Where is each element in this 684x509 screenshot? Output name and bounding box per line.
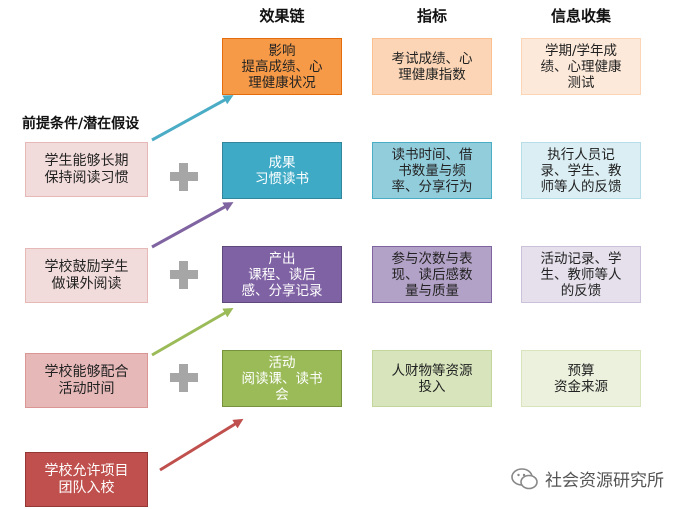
chain-box-activity: 活动 阅读课、读书 会 <box>222 350 342 407</box>
plus-icon <box>170 261 198 289</box>
chain-box-impact: 影响 提高成绩、心 理健康状况 <box>222 38 342 95</box>
header-chain: 效果链 <box>259 7 305 25</box>
premise-box-1: 学生能够长期 保持阅读习惯 <box>25 142 148 197</box>
section-label-premises: 前提条件/潜在假设 <box>22 116 140 132</box>
chain-body: 提高成绩、心 理健康状况 <box>241 58 323 91</box>
premise-box-4: 学校允许项目 团队入校 <box>25 452 148 507</box>
chain-title: 成果 <box>268 154 296 171</box>
plus-icon <box>170 163 198 191</box>
chain-box-output: 产出 课程、读后 感、分享记录 <box>222 246 342 303</box>
chain-title: 活动 <box>268 354 296 371</box>
arrow-to-outcome <box>151 202 234 249</box>
wechat-icon <box>511 467 538 489</box>
plus-icon <box>170 364 198 392</box>
indicator-box-3: 参与次数与表 现、读后感数 量与质量 <box>372 246 492 303</box>
indicator-box-1: 考试成绩、心 理健康指数 <box>372 38 492 95</box>
header-info: 信息收集 <box>550 7 611 25</box>
header-indicator: 指标 <box>416 7 447 25</box>
arrow-to-impact <box>151 95 234 142</box>
info-box-4: 预算 资金来源 <box>521 350 641 407</box>
info-box-3: 活动记录、学 生、教师等人 的反馈 <box>521 246 641 303</box>
indicator-box-2: 读书时间、借 书数量与频 率、分享行为 <box>372 142 492 199</box>
info-box-2: 执行人员记 录、学生、教 师等人的反馈 <box>521 142 641 199</box>
chain-title: 产出 <box>268 250 296 267</box>
premise-box-2: 学校鼓励学生 做课外阅读 <box>25 248 148 303</box>
watermark-text: 社会资源研究所 <box>545 471 664 491</box>
indicator-box-4: 人财物等资源 投入 <box>372 350 492 407</box>
premise-box-3: 学校能够配合 活动时间 <box>25 353 148 408</box>
info-box-1: 学期/学年成 绩、心理健康 测试 <box>521 38 641 95</box>
chain-title: 影响 <box>268 42 296 59</box>
chain-body: 习惯读书 <box>255 170 309 187</box>
chain-body: 阅读课、读书 会 <box>241 370 323 403</box>
chain-box-outcome: 成果 习惯读书 <box>222 142 342 199</box>
chain-body: 课程、读后 感、分享记录 <box>241 266 323 299</box>
arrow-to-output <box>151 308 234 357</box>
watermark: 社会资源研究所 <box>511 466 664 491</box>
arrow-to-activity <box>159 418 244 472</box>
